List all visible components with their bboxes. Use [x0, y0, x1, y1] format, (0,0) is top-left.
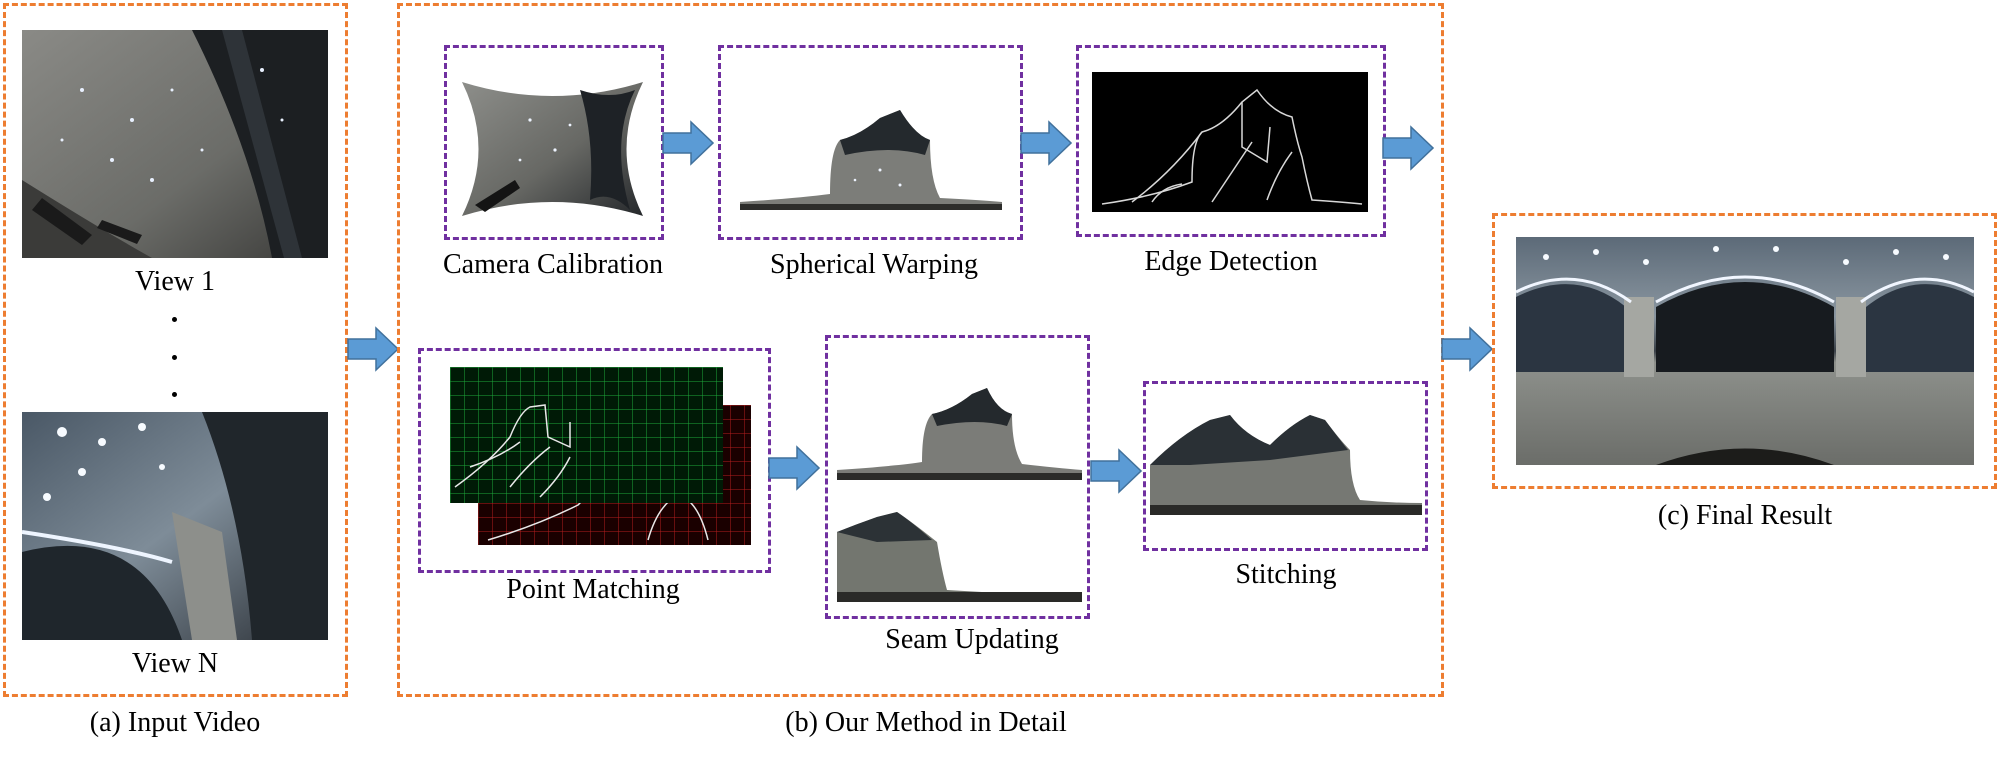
spherical-warping-image [740, 110, 1002, 210]
ellipsis-dot [172, 392, 177, 397]
seam-updating-top-image [837, 388, 1082, 480]
stitching-label: Stitching [1235, 559, 1337, 590]
camera-calibration-label: Camera Calibration [442, 249, 664, 280]
arrow-right-icon [347, 326, 399, 372]
seam-updating-box [825, 335, 1090, 619]
final-result-panel [1492, 213, 1997, 489]
spherical-warping-label: Spherical Warping [770, 249, 978, 280]
view-n-label: View N [131, 648, 219, 679]
arrow-right-icon [1441, 326, 1493, 372]
point-matching-label: Point Matching [506, 574, 680, 605]
input-video-panel [3, 3, 348, 697]
arrow-right-icon [1090, 448, 1142, 494]
stitching-image [1150, 415, 1422, 515]
input-video-caption: (a) Input Video [89, 707, 261, 738]
arrow-right-icon [1020, 120, 1072, 166]
stitching-box [1143, 381, 1428, 551]
view-n-image [22, 412, 328, 640]
final-panorama-image [1516, 237, 1974, 465]
arrow-right-icon [768, 445, 820, 491]
view-1-label: View 1 [135, 266, 215, 297]
point-matching-green-grid-image [450, 367, 723, 503]
ellipsis-dot [172, 317, 177, 322]
ellipsis-dot [172, 355, 177, 360]
arrow-right-icon [662, 120, 714, 166]
arrow-right-icon [1382, 125, 1434, 171]
edge-detection-label: Edge Detection [1144, 246, 1318, 277]
camera-calibration-image [460, 80, 645, 218]
view-1-image [22, 30, 328, 258]
seam-updating-bottom-image [837, 512, 1082, 602]
edge-detection-image [1092, 72, 1368, 212]
final-result-caption: (c) Final Result [1657, 500, 1833, 531]
seam-updating-label: Seam Updating [885, 624, 1059, 655]
method-caption: (b) Our Method in Detail [785, 707, 1067, 738]
